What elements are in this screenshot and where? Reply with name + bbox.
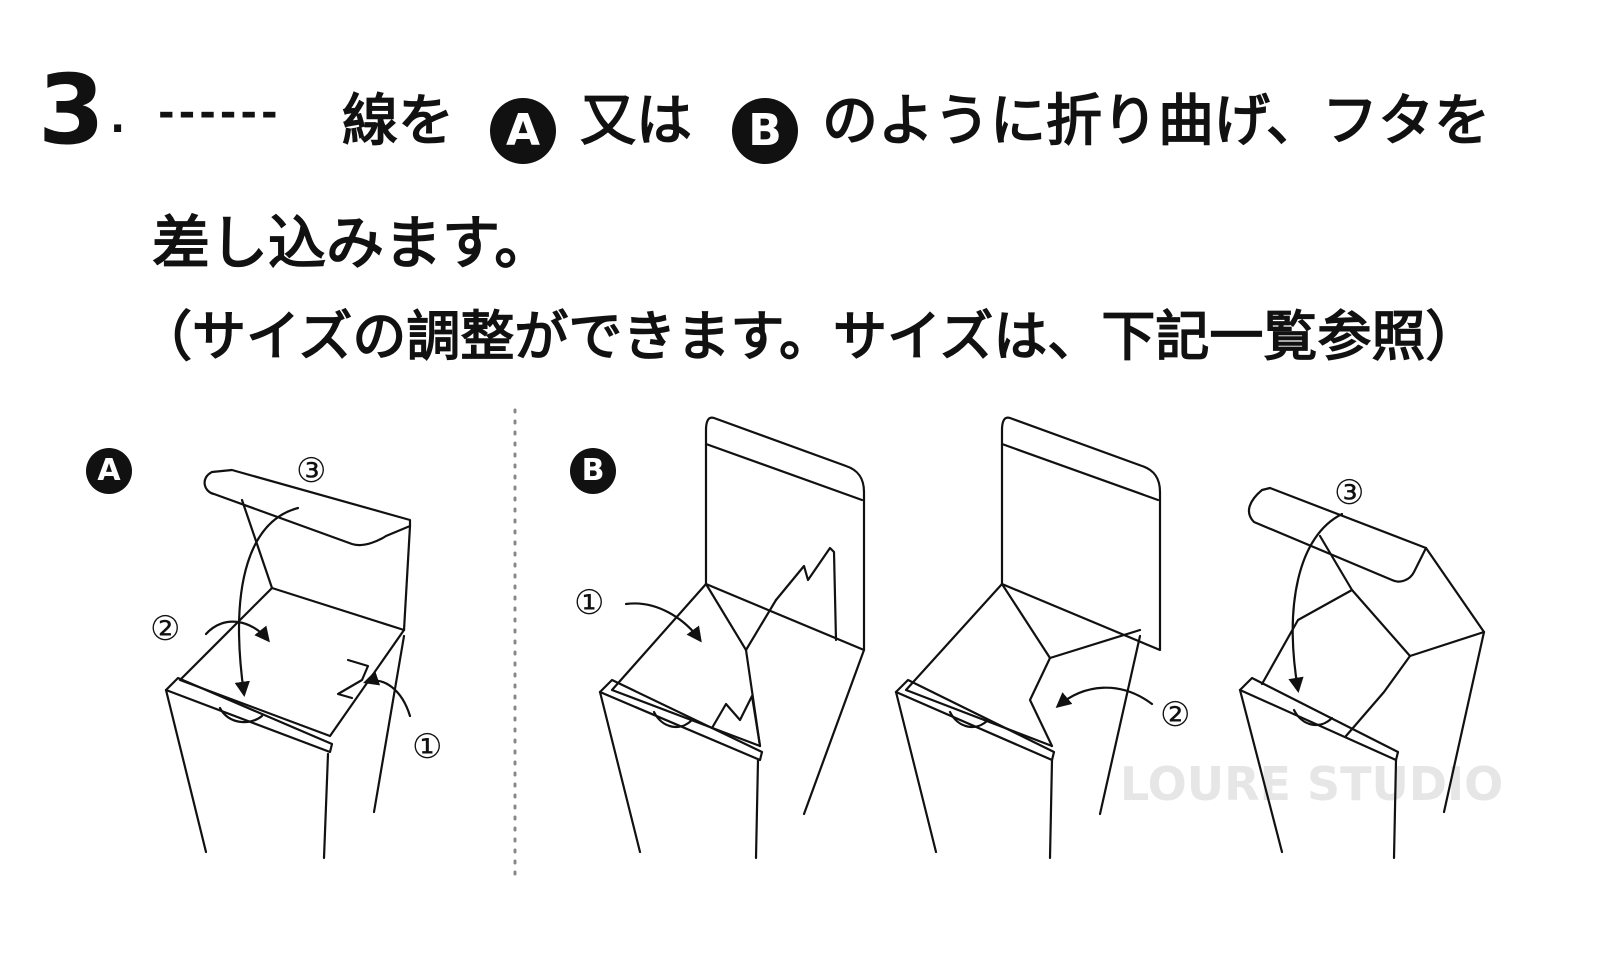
badge-b-inline: B: [732, 98, 798, 164]
marker-1-a: ①: [412, 727, 442, 767]
box-diagram-b2: [894, 416, 1162, 860]
instruction-text-part2: 又は: [580, 89, 692, 154]
instruction-text-part1: 線を: [342, 89, 454, 154]
badge-a-inline: A: [490, 98, 556, 164]
instruction-text-part3: のように折り曲げ、フタを: [822, 89, 1491, 154]
box-diagram-b3: [1238, 486, 1486, 860]
panel-a-label: A: [86, 448, 132, 494]
instruction-text-line3: （サイズの調整ができます。サイズは、下記一覧参照）: [138, 305, 1480, 368]
markers: ③ ② ① ① ② ③: [150, 451, 1364, 767]
marker-3-a: ③: [296, 451, 326, 491]
watermark-text: LOURE STUDIO: [1120, 757, 1503, 811]
marker-1-b: ①: [574, 583, 604, 623]
step-number: 3: [38, 54, 105, 166]
marker-3-b: ③: [1334, 473, 1364, 513]
instruction-text-line2: 差し込みます。: [152, 209, 553, 277]
box-diagram-b1: [598, 416, 866, 860]
marker-2-a: ②: [150, 609, 180, 649]
dash-line-sample: ------: [158, 90, 282, 136]
panel-b-label: B: [570, 448, 616, 494]
box-diagram-a: [164, 468, 412, 860]
step-dot: .: [110, 96, 126, 142]
marker-2-b: ②: [1160, 695, 1190, 735]
